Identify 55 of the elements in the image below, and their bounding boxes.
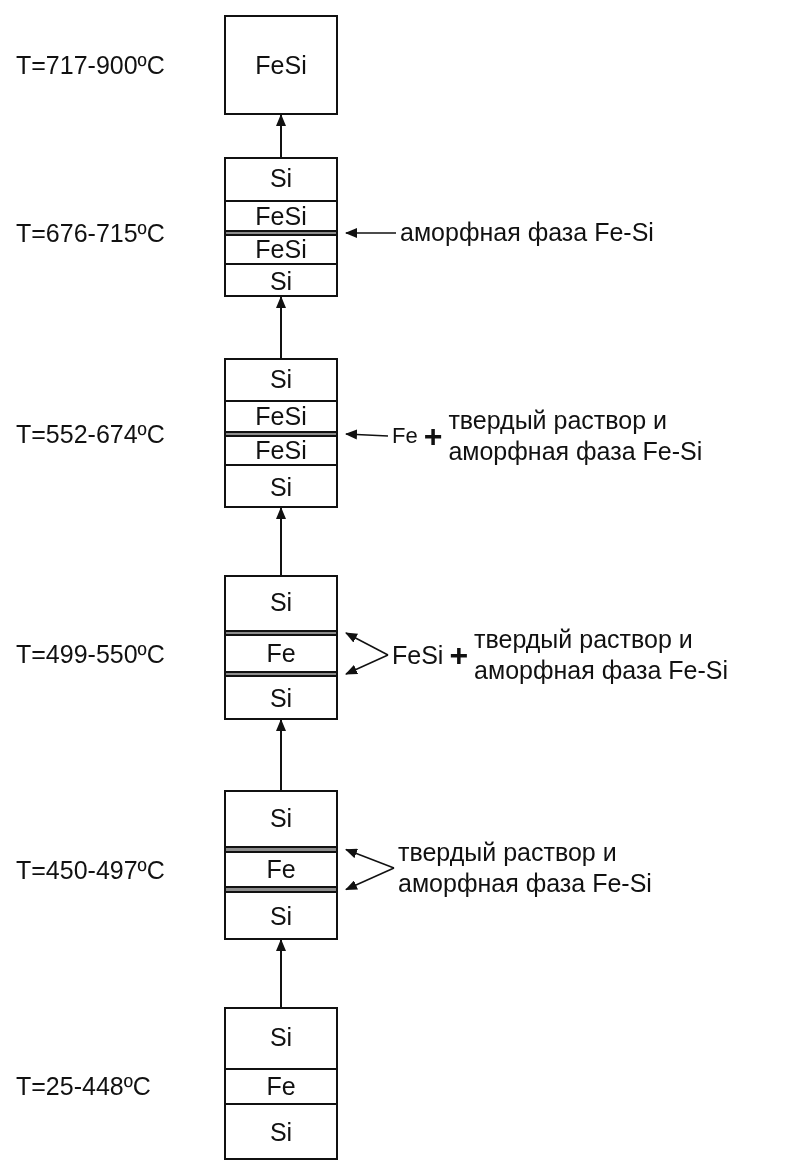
material-label: Si xyxy=(269,366,293,392)
interface-layer xyxy=(226,671,336,677)
material-label: FeSi xyxy=(255,404,307,429)
material-label: Si xyxy=(269,805,293,831)
material-label: Si xyxy=(269,474,293,500)
phase-label: Fe xyxy=(392,423,418,449)
phase-description: твердый раствор и аморфная фаза Fe-Si xyxy=(448,404,704,467)
plus-sign: + xyxy=(423,420,443,452)
leader-arrow xyxy=(345,848,395,869)
temperature-label: T=552-674ºC xyxy=(16,419,165,449)
material-label: FeSi xyxy=(255,52,307,78)
material-label: Si xyxy=(269,686,293,711)
interface-layer xyxy=(226,846,336,853)
layer-stack xyxy=(224,575,338,720)
leader-arrow xyxy=(345,429,389,440)
material-label: Si xyxy=(269,1025,293,1050)
material-label: Si xyxy=(269,1120,293,1145)
interface-layer xyxy=(226,431,336,437)
temperature-label: T=717-900ºC xyxy=(16,50,165,80)
material-label: Si xyxy=(269,268,293,294)
interface-layer xyxy=(226,886,336,893)
material-label: FeSi xyxy=(255,438,307,463)
layer-stack xyxy=(224,157,338,297)
leader-arrow xyxy=(345,228,397,238)
material-label: Si xyxy=(269,166,293,191)
phase-label: FeSi xyxy=(392,640,444,670)
arrow xyxy=(276,719,286,791)
arrow xyxy=(276,939,286,1008)
leader-arrow xyxy=(345,867,395,891)
material-label: Fe xyxy=(266,1074,296,1099)
plus-sign: + xyxy=(449,639,469,671)
arrow xyxy=(276,114,286,158)
material-label: Fe xyxy=(266,641,296,666)
leader-arrow xyxy=(345,632,389,656)
phase-description: аморфная фаза Fe-Si xyxy=(400,217,655,249)
material-label: Si xyxy=(269,904,293,929)
temperature-label: T=450-497ºC xyxy=(16,854,165,885)
arrow xyxy=(276,507,286,576)
layer-stack xyxy=(224,790,338,940)
layer-stack xyxy=(224,358,338,508)
temperature-label: T=499-550ºC xyxy=(16,638,165,669)
phase-description: твердый раствор и аморфная фаза Fe-Si xyxy=(474,623,729,686)
material-label: Fe xyxy=(266,857,296,882)
interface-layer xyxy=(226,630,336,636)
material-label: FeSi xyxy=(255,237,307,262)
temperature-label: T=676-715ºC xyxy=(16,218,165,248)
leader-arrow xyxy=(345,654,389,675)
material-label: FeSi xyxy=(255,203,307,229)
temperature-label: T=25-448ºC xyxy=(16,1070,151,1101)
phase-description: твердый раствор и аморфная фаза Fe-Si xyxy=(398,836,653,899)
interface-layer xyxy=(226,230,336,236)
material-label: Si xyxy=(269,590,293,615)
layer-stack xyxy=(224,1007,338,1160)
material-box xyxy=(224,15,338,115)
arrow xyxy=(276,296,286,359)
